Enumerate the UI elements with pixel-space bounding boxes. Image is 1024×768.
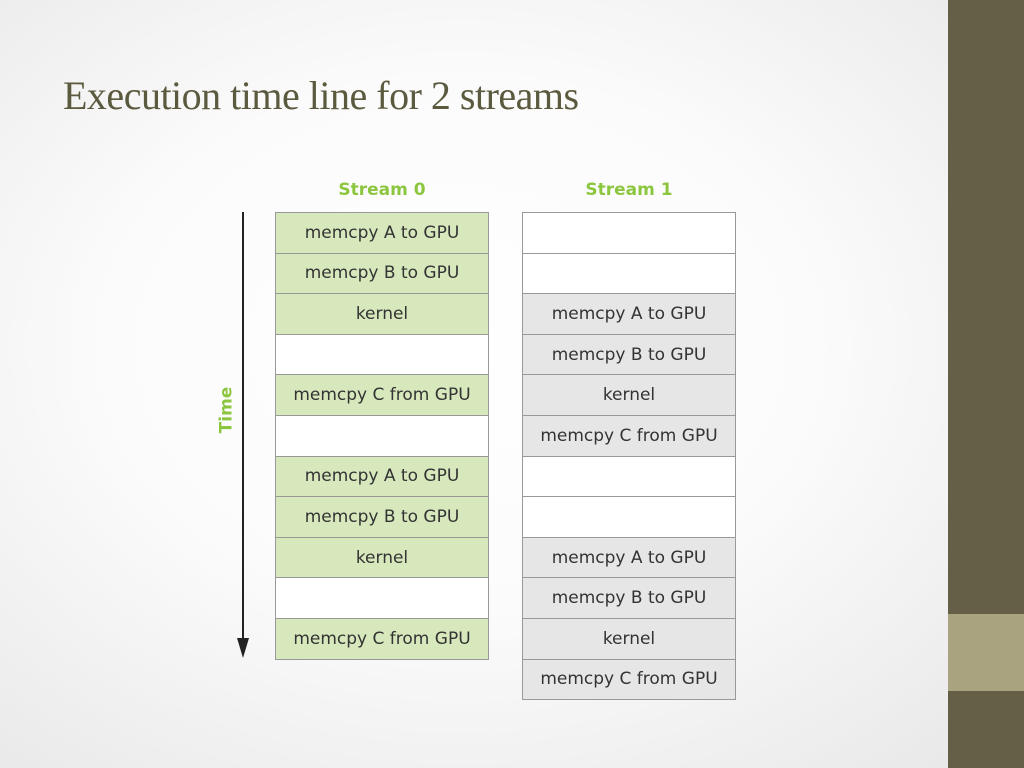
timeline-cell: memcpy B to GPU bbox=[522, 333, 736, 376]
timeline-cell: memcpy C from GPU bbox=[522, 414, 736, 457]
timeline-cell: memcpy A to GPU bbox=[522, 293, 736, 335]
timeline-cell bbox=[522, 252, 736, 295]
timeline-cell bbox=[522, 455, 736, 498]
timeline-cell bbox=[522, 496, 736, 538]
time-arrow-icon bbox=[237, 212, 249, 658]
timeline-cell: memcpy C from GPU bbox=[275, 617, 489, 660]
stream-0-column: memcpy A to GPU memcpy B to GPU kernel m… bbox=[275, 212, 489, 660]
stream-1-column: memcpy A to GPU memcpy B to GPU kernel m… bbox=[522, 212, 736, 701]
timeline-cell: memcpy A to GPU bbox=[522, 536, 736, 579]
slide-title: Execution time line for 2 streams bbox=[63, 73, 579, 118]
timeline-cell: memcpy B to GPU bbox=[275, 496, 489, 538]
timeline-cell: kernel bbox=[522, 374, 736, 416]
timeline-cell: memcpy B to GPU bbox=[522, 577, 736, 619]
timeline-cell: memcpy C from GPU bbox=[275, 374, 489, 416]
timeline-cell bbox=[522, 212, 736, 254]
timeline-cell bbox=[275, 333, 489, 376]
timeline-cell: kernel bbox=[275, 293, 489, 335]
sidebar-accent-block bbox=[948, 614, 1024, 691]
stream-0-header: Stream 0 bbox=[338, 180, 426, 200]
timeline-cell: memcpy A to GPU bbox=[275, 455, 489, 498]
timeline-cell: memcpy A to GPU bbox=[275, 212, 489, 254]
timeline-cell bbox=[275, 414, 489, 457]
timeline-cell: memcpy B to GPU bbox=[275, 252, 489, 295]
timeline-cell: memcpy C from GPU bbox=[522, 658, 736, 701]
stream-1-header: Stream 1 bbox=[585, 180, 673, 200]
timeline-cell: kernel bbox=[522, 617, 736, 660]
timeline-cell bbox=[275, 577, 489, 619]
timeline-cell: kernel bbox=[275, 536, 489, 579]
